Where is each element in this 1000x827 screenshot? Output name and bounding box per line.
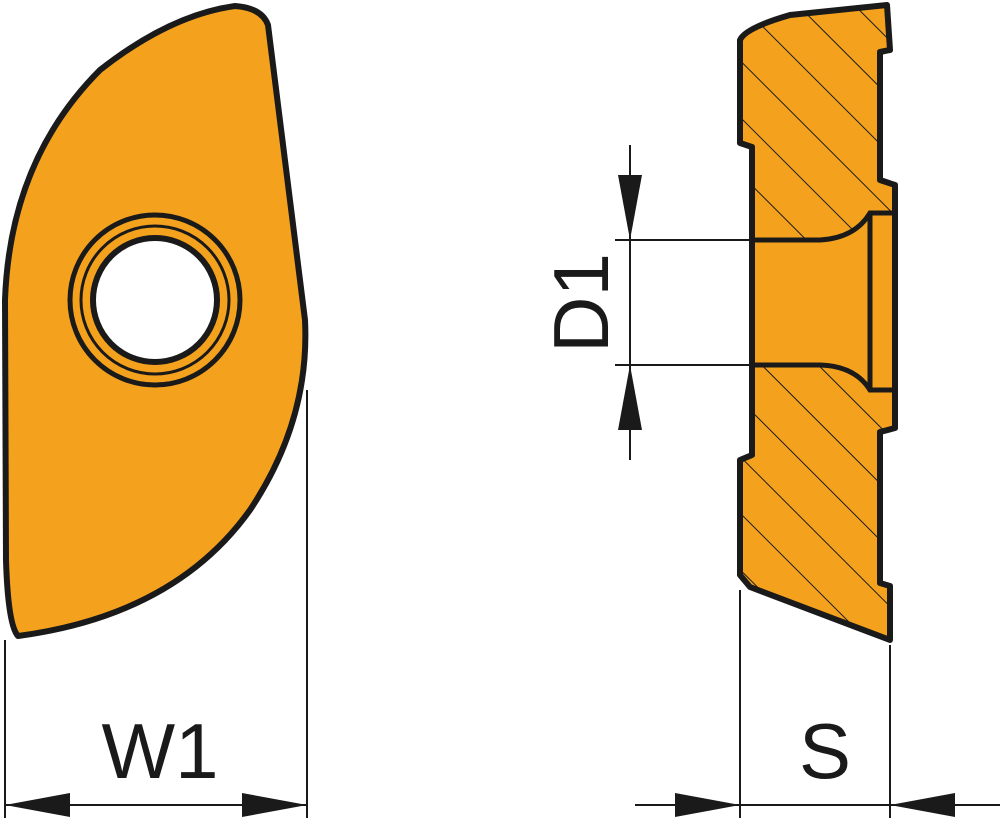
s-right-arrow [890, 793, 955, 817]
insert-section-view [737, 2, 898, 643]
w1-right-arrow [242, 793, 307, 817]
w1-left-arrow [5, 793, 70, 817]
section-outline [737, 2, 898, 643]
hole-inner-ring [79, 224, 231, 376]
dimension-arrows [5, 175, 955, 817]
s-left-arrow [675, 793, 740, 817]
d1-bottom-arrow [618, 365, 642, 430]
w1-label: W1 [102, 707, 219, 795]
d1-top-arrow [618, 175, 642, 240]
d1-label: D1 [537, 253, 625, 353]
s-label: S [799, 707, 851, 795]
mounting-hole [90, 235, 220, 365]
bore-region [752, 213, 893, 390]
hole-outer-ring [67, 212, 243, 388]
insert-top-view [2, 3, 309, 639]
bore-outline [752, 210, 893, 393]
